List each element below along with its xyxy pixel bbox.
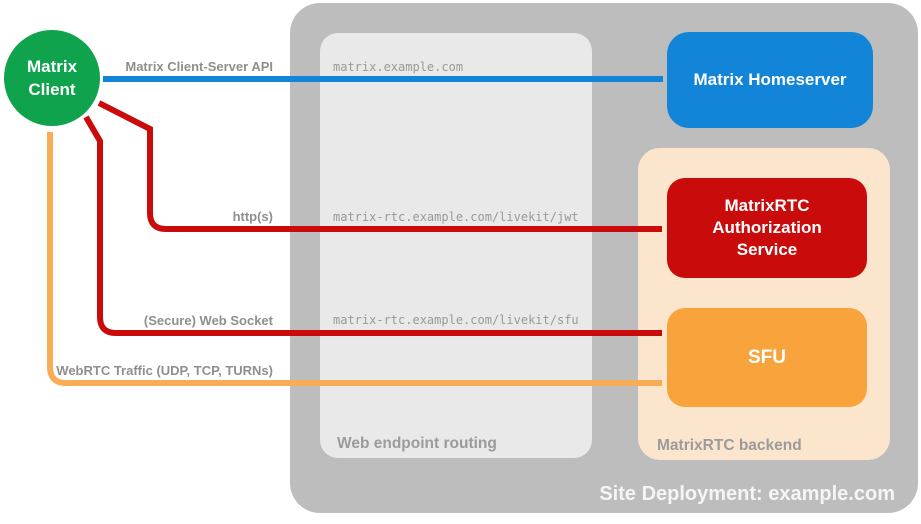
web-endpoint-routing-container [320, 33, 592, 458]
web-endpoint-routing-label: Web endpoint routing [337, 435, 497, 452]
matrix-client-label: Matrix Client [26, 57, 78, 99]
matrix-homeserver-node: Matrix Homeserver [667, 32, 873, 128]
http-arrow-label: http(s) [232, 209, 273, 224]
sfu-label: SFU [748, 346, 786, 368]
matrixrtc-authorization-service-node: MatrixRTC Authorization Service [667, 178, 867, 278]
matrix-homeserver-label: Matrix Homeserver [693, 70, 847, 89]
matrix-client-node: Matrix Client [4, 30, 100, 126]
matrixrtc-authorization-service-label: MatrixRTC Authorization Service [712, 196, 822, 259]
site-deployment-label: Site Deployment: example.com [599, 483, 895, 505]
client-server-api-arrow-label: Matrix Client-Server API [125, 59, 273, 74]
matrixrtc-backend-label: MatrixRTC backend [657, 437, 802, 454]
sfu-node: SFU [667, 308, 867, 407]
webrtc-arrow-label: WebRTC Traffic (UDP, TCP, TURNs) [56, 363, 273, 378]
endpoint-url-homeserver: matrix.example.com [333, 60, 464, 74]
endpoint-url-livekit-jwt: matrix-rtc.example.com/livekit/jwt [333, 210, 579, 224]
websocket-arrow-label: (Secure) Web Socket [143, 313, 273, 328]
endpoint-url-livekit-sfu: matrix-rtc.example.com/livekit/sfu [333, 313, 579, 327]
